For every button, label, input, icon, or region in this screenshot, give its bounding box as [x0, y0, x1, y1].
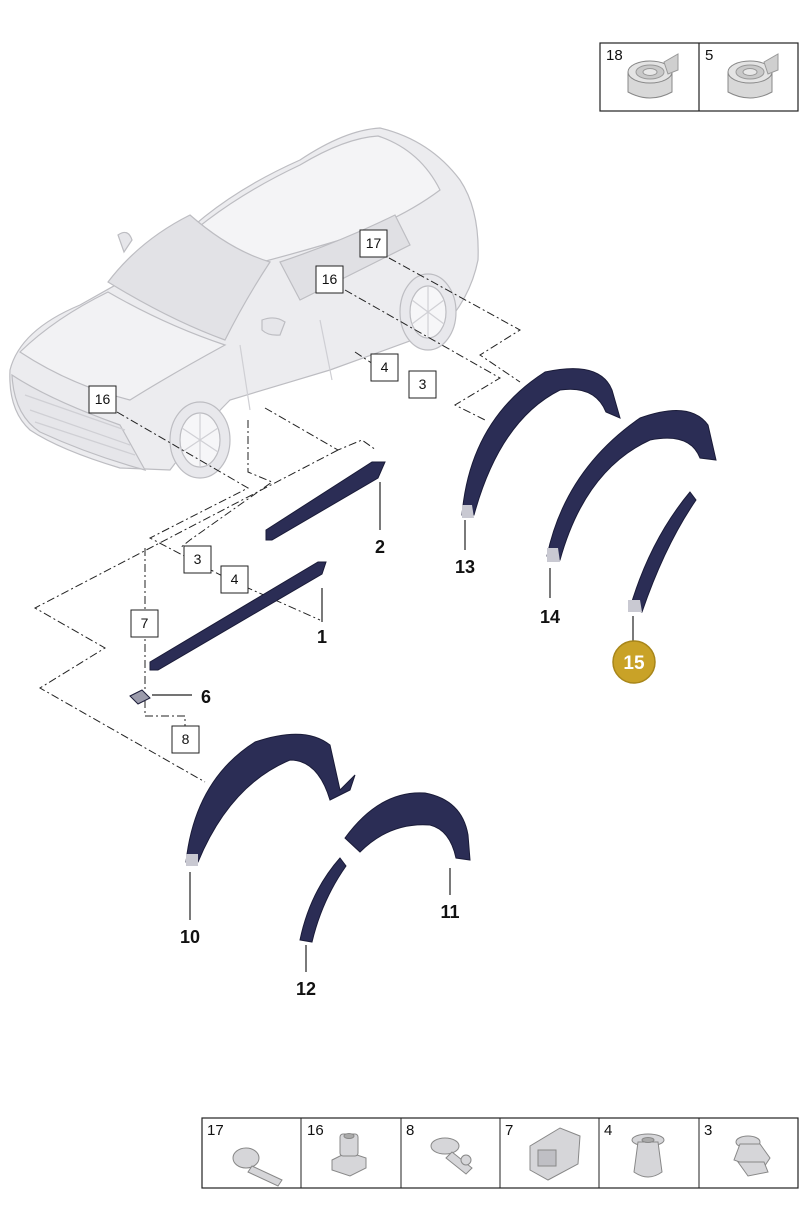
callout-boxes: 17 16 16 4 3 3 4 7 8: [88, 229, 437, 754]
bottom-table-cell-17: 17: [207, 1122, 224, 1139]
bolt-icon: [430, 1137, 473, 1175]
part-label-14: 14: [540, 607, 560, 627]
callout-box-8: 8: [171, 725, 200, 754]
top-hardware-table: 18 5: [599, 42, 799, 112]
wheel-arch-10: [185, 733, 356, 863]
clip-icon: [529, 1127, 581, 1181]
nut-icon: [331, 1133, 367, 1177]
tape-roll-icon: [627, 53, 679, 99]
part-label-10: 10: [180, 927, 200, 947]
trim-parts: [129, 368, 717, 943]
door-trim-strip-lower: [149, 561, 327, 671]
part-label-2: 2: [375, 537, 385, 557]
callout-box-17: 17: [359, 229, 388, 258]
part-labels: 2 1 6 13 14 10 11 12: [180, 537, 560, 999]
bottom-table-cell-3: 3: [704, 1122, 712, 1139]
svg-text:3: 3: [194, 551, 202, 567]
wheel-arch-13: [461, 368, 621, 516]
door-trim-strip-upper: [265, 461, 386, 541]
svg-text:17: 17: [366, 235, 382, 251]
wheel-arch-14: [546, 409, 717, 561]
highlighted-part-badge[interactable]: 15: [612, 640, 656, 684]
car-illustration: [9, 127, 479, 479]
part-label-12: 12: [296, 979, 316, 999]
callout-box-4: 4: [370, 353, 399, 382]
part-label-11: 11: [440, 902, 459, 922]
svg-text:4: 4: [231, 571, 239, 587]
callout-box-7: 7: [130, 609, 159, 638]
svg-text:7: 7: [141, 615, 149, 631]
callout-box-16: 16: [315, 265, 344, 294]
part-label-13: 13: [455, 557, 475, 577]
svg-text:16: 16: [95, 391, 111, 407]
callout-box-16: 16: [88, 385, 117, 414]
wheel-arch-12: [299, 857, 347, 943]
part-label-6: 6: [201, 687, 211, 707]
part-leaders: [152, 482, 634, 972]
clip-part: [129, 689, 151, 705]
top-table-cell-5: 5: [705, 47, 713, 64]
leader-lines: [33, 257, 521, 783]
svg-text:16: 16: [322, 271, 338, 287]
tape-roll-icon: [727, 53, 779, 99]
callout-box-3: 3: [183, 545, 212, 574]
grommet-icon: [631, 1133, 665, 1178]
top-table-cell-18: 18: [606, 47, 623, 64]
bottom-table-cell-16: 16: [307, 1122, 324, 1139]
svg-text:8: 8: [182, 731, 190, 747]
push-clip-icon: [733, 1135, 771, 1177]
callout-box-4: 4: [220, 565, 249, 594]
bottom-hardware-table: 17 16 8 7 4 3: [201, 1117, 799, 1189]
svg-text:4: 4: [381, 359, 389, 375]
wheel-arch-11: [344, 792, 471, 861]
bottom-table-cell-7: 7: [505, 1122, 513, 1139]
part-label-15: 15: [623, 653, 645, 674]
svg-text:3: 3: [419, 376, 427, 392]
wheel-arch-15: [629, 491, 697, 613]
bottom-table-cell-8: 8: [406, 1122, 414, 1139]
bottom-table-cell-4: 4: [604, 1122, 612, 1139]
callout-box-3: 3: [408, 370, 437, 399]
screw-icon: [232, 1147, 283, 1187]
part-label-1: 1: [317, 627, 327, 647]
